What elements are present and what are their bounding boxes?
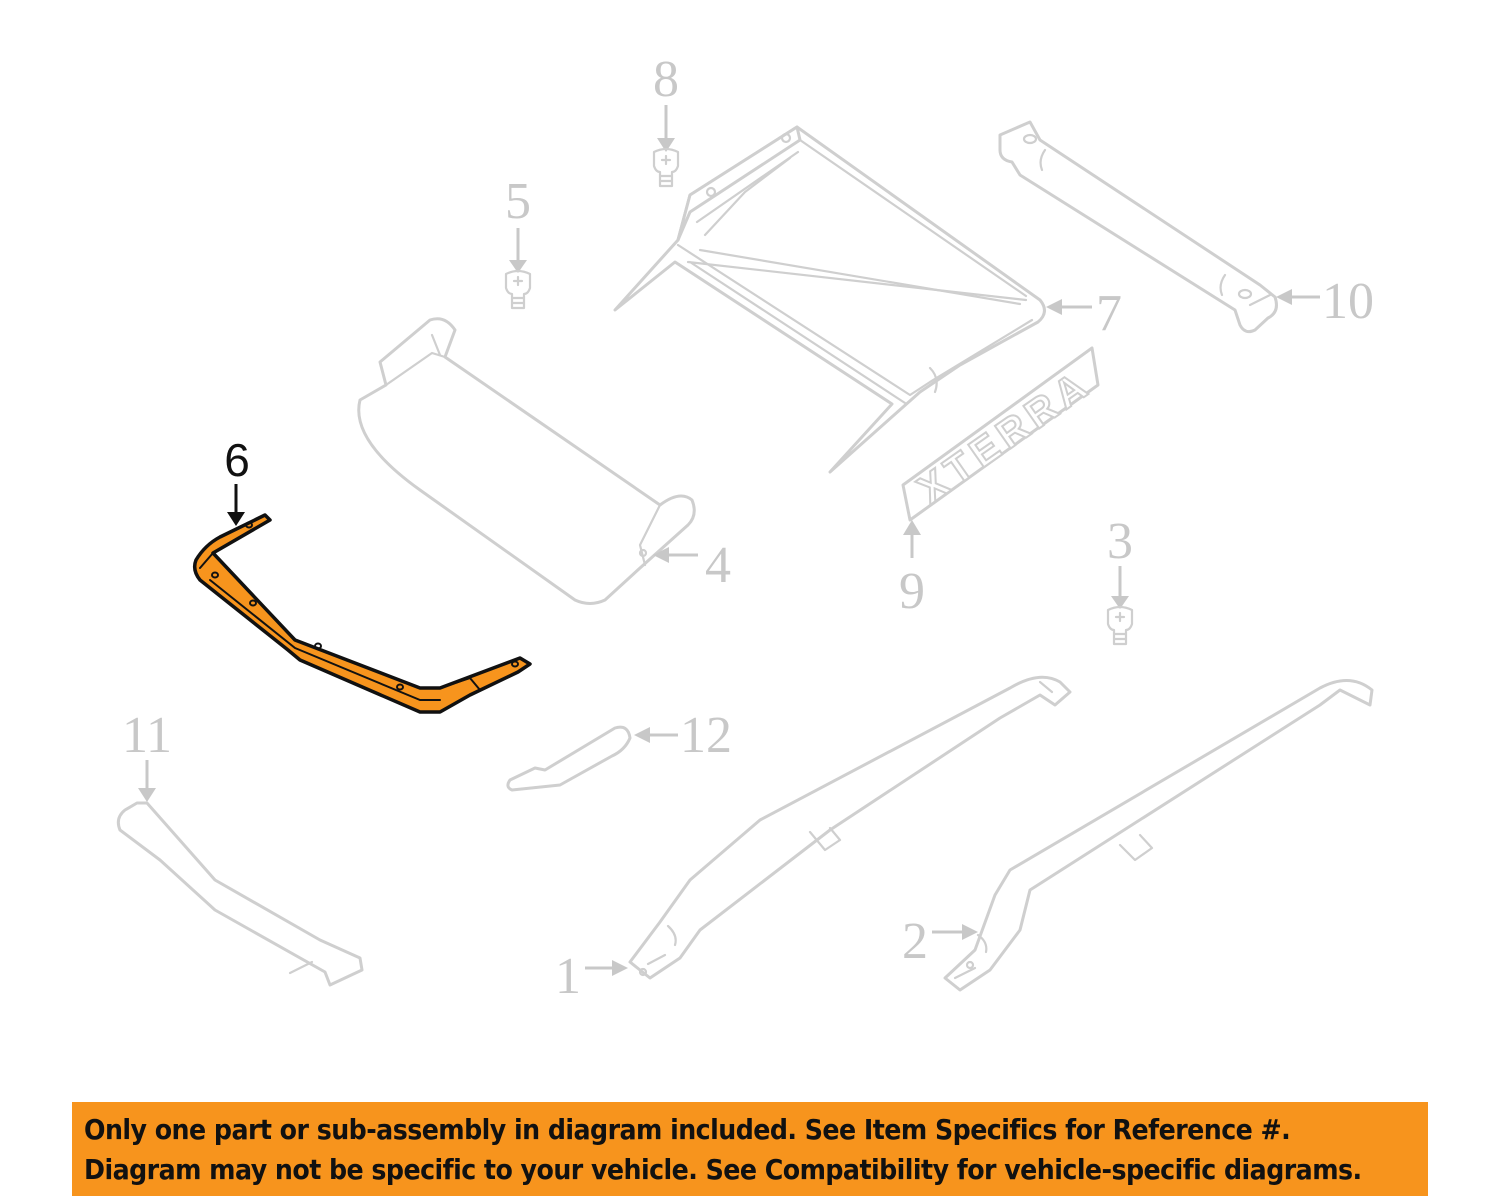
- part-5-screw[interactable]: 5: [504, 173, 532, 310]
- seal-strip: [192, 513, 532, 714]
- callout-6-label: 6: [224, 434, 250, 486]
- parts-diagram: 8 5 3 7 1: [116, 51, 1374, 1005]
- arrowhead-icon: [1111, 596, 1129, 609]
- callout-5-label: 5: [505, 173, 531, 230]
- callout-2-label: 2: [902, 913, 928, 970]
- arrowhead-icon: [227, 512, 245, 526]
- callout-7-label: 7: [1096, 285, 1122, 342]
- arrowhead-icon: [653, 547, 669, 563]
- part-8-screw[interactable]: 8: [652, 51, 680, 188]
- disclaimer-line-2: Diagram may not be specific to your vehi…: [84, 1154, 1362, 1186]
- arrowhead-icon: [657, 138, 675, 152]
- part-11-trim[interactable]: 11: [116, 707, 364, 987]
- callout-4-label: 4: [705, 537, 731, 594]
- part-3-screw[interactable]: 3: [1106, 513, 1134, 646]
- arrowhead-icon: [903, 520, 921, 535]
- arrowhead-icon: [1046, 299, 1062, 315]
- arrowhead-icon: [1276, 289, 1292, 305]
- callout-3-label: 3: [1107, 513, 1133, 570]
- emblem-text: XTERRA: [910, 361, 1099, 512]
- part-7-frame[interactable]: 7: [613, 125, 1122, 474]
- callout-12-label: 12: [680, 707, 732, 764]
- callout-8-label: 8: [653, 51, 679, 108]
- screw-icon: [1106, 605, 1134, 646]
- screw-icon: [504, 269, 532, 310]
- part-6-highlighted[interactable]: 6: [192, 434, 532, 714]
- part-9-emblem[interactable]: XTERRA 9: [899, 346, 1100, 620]
- part-2-rail[interactable]: 2: [902, 679, 1374, 992]
- arrowhead-icon: [634, 727, 650, 743]
- part-4-deflector[interactable]: 4: [357, 317, 731, 605]
- callout-1-label: 1: [555, 948, 581, 1005]
- part-12-trim[interactable]: 12: [506, 707, 732, 792]
- disclaimer-line-1: Only one part or sub-assembly in diagram…: [84, 1114, 1291, 1146]
- callout-10-label: 10: [1322, 273, 1374, 330]
- callout-9-label: 9: [899, 563, 925, 620]
- disclaimer-banner: Only one part or sub-assembly in diagram…: [72, 1102, 1428, 1196]
- screw-icon: [652, 147, 680, 188]
- arrowhead-icon: [509, 260, 527, 273]
- callout-11-label: 11: [122, 707, 172, 764]
- arrowhead-icon: [612, 960, 628, 976]
- part-1-rail[interactable]: 1: [555, 675, 1072, 1005]
- arrowhead-icon: [138, 788, 156, 802]
- part-10-crossbar[interactable]: 10: [998, 120, 1374, 334]
- arrowhead-icon: [962, 924, 978, 940]
